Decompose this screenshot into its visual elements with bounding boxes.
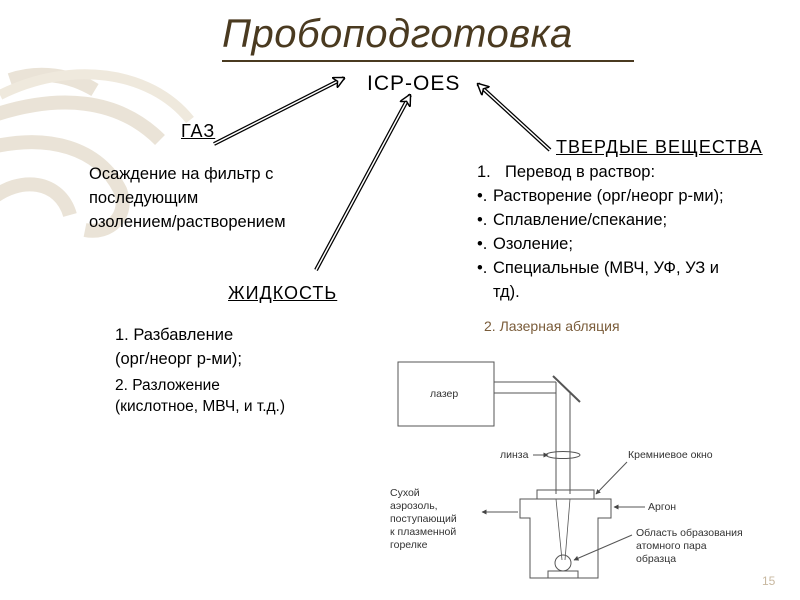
vapor-area-label: Область образования атомного пара образц… <box>636 527 743 565</box>
liquid-line: 1. Разбавление <box>115 326 234 344</box>
list-item: 1. Перевод в раствор: <box>477 160 787 184</box>
laser-box <box>397 361 495 427</box>
liquid-heading: ЖИДКОСТЬ <box>228 283 338 303</box>
solid-methods-list: 1. Перевод в раствор: •. Растворение (ор… <box>477 160 787 304</box>
gas-line: озолением/растворением <box>89 213 286 231</box>
laser-ablation-schematic <box>397 361 645 579</box>
liquid-methods: 1. Разбавление (орг/неорг р-ми); 2. Разл… <box>115 323 375 417</box>
gas-line: Осаждение на фильтр с <box>89 165 274 183</box>
laser-label: лазер <box>430 388 459 400</box>
arrow-solid-to-icp <box>478 84 552 152</box>
list-item-text: Сплавление/спекание; <box>493 211 668 229</box>
arrow-liquid-to-icp <box>314 95 412 271</box>
laser-ablation-title: 2. Лазерная абляция <box>484 318 620 334</box>
liquid-line: (кислотное, МВЧ, и т.д.) <box>115 398 286 415</box>
title-underline <box>222 60 634 62</box>
bullet-icon: •. <box>477 187 488 205</box>
bullet-icon: •. <box>477 259 488 277</box>
lens-label: линза <box>500 449 529 461</box>
list-item-continuation: тд). <box>477 280 787 304</box>
arrow-gas-to-icp <box>213 76 344 146</box>
gas-line: последующим <box>89 189 199 207</box>
list-number: 1. <box>477 163 491 181</box>
lens <box>545 451 581 459</box>
silicon-window <box>536 489 595 500</box>
solid-heading: ТВЕРДЫЕ ВЕЩЕСТВА <box>556 137 763 157</box>
list-item: •. Озоление; <box>477 232 787 256</box>
liquid-line: (орг/неорг р-ми); <box>115 350 243 368</box>
page-number: 15 <box>762 574 776 588</box>
list-item: •. Растворение (орг/неорг р-ми); <box>477 184 787 208</box>
list-item-text: тд). <box>493 283 520 301</box>
page-title: Пробоподготовка <box>222 12 573 56</box>
atomic-vapor-area <box>554 554 572 572</box>
list-item-text: Перевод в раствор: <box>505 163 656 181</box>
silicon-window-label: Кремниевое окно <box>628 449 713 461</box>
bullet-icon: •. <box>477 211 488 229</box>
bullet-icon: •. <box>477 235 488 253</box>
gas-heading: ГАЗ <box>181 121 216 141</box>
list-item-text: Растворение (орг/неорг р-ми); <box>493 187 724 205</box>
dry-aerosol-label: Сухой аэрозоль, поступающий к плазменной… <box>390 487 457 551</box>
list-item: •. Сплавление/спекание; <box>477 208 787 232</box>
liquid-line: 2. Разложение <box>115 377 220 394</box>
argon-label: Аргон <box>648 501 677 513</box>
list-item-text: Специальные (МВЧ, УФ, УЗ и <box>493 259 720 277</box>
icp-oes-label: ICP-OES <box>367 72 461 95</box>
gas-description: Осаждение на фильтр с последующим озолен… <box>89 162 339 234</box>
mirror <box>552 375 581 403</box>
list-item-text: Озоление; <box>493 235 573 253</box>
list-item: •. Специальные (МВЧ, УФ, УЗ и <box>477 256 787 280</box>
